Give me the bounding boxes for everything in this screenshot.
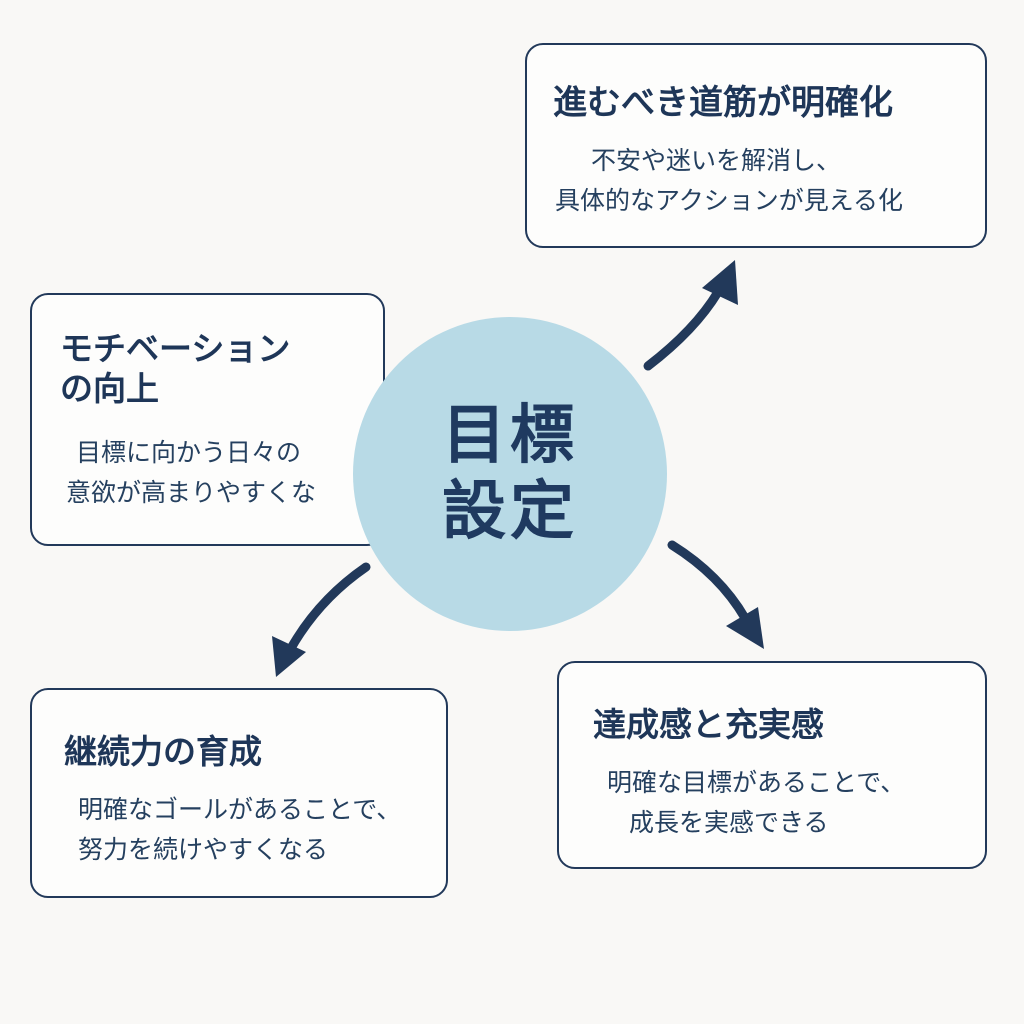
card-title: モチベーション の向上 bbox=[60, 329, 290, 408]
card-description-line: 成長を実感できる bbox=[629, 808, 829, 837]
card-description: 明確な目標があることで、 成長を実感できる bbox=[607, 763, 905, 843]
benefit-card-clear-path: 進むべき道筋が明確化 不安や迷いを解消し、 具体的なアクションが見える化 bbox=[525, 43, 987, 248]
arrow-to-clear-path bbox=[643, 287, 723, 371]
benefit-card-achievement: 達成感と充実感 明確な目標があることで、 成長を実感できる bbox=[557, 661, 987, 869]
central-concept-circle: 目標 設定 bbox=[353, 317, 667, 631]
card-description-line: 目標に向かう日々の bbox=[76, 438, 302, 467]
arrow-to-persistence bbox=[285, 562, 371, 655]
arrow-head-persistence bbox=[272, 636, 306, 677]
central-concept-line: 設定 bbox=[442, 474, 578, 549]
card-title: 進むべき道筋が明確化 bbox=[553, 83, 893, 123]
card-title: 継続力の育成 bbox=[64, 732, 262, 771]
card-description: 不安や迷いを解消し、 具体的なアクションが見える化 bbox=[555, 141, 903, 221]
card-description-line: 意欲が高まりやすくな bbox=[66, 478, 317, 507]
card-description-line: 具体的なアクションが見える化 bbox=[555, 186, 904, 215]
card-description: 目標に向かう日々の 意欲が高まりやすくな bbox=[66, 433, 316, 513]
card-description-line: 努力を続けやすくなる bbox=[78, 835, 329, 864]
card-description: 明確なゴールがあることで、 努力を続けやすくなる bbox=[78, 790, 401, 870]
arrow-head-clear-path bbox=[702, 260, 738, 305]
card-description-line: 明確な目標があることで、 bbox=[607, 768, 906, 797]
card-title-line: モチベーション bbox=[60, 329, 291, 368]
central-concept-label: 目標 設定 bbox=[353, 399, 667, 550]
card-description-line: 明確なゴールがあることで、 bbox=[78, 795, 402, 824]
benefit-card-persistence: 継続力の育成 明確なゴールがあることで、 努力を続けやすくなる bbox=[30, 688, 448, 898]
benefit-card-motivation: モチベーション の向上 目標に向かう日々の 意欲が高まりやすくな bbox=[30, 293, 385, 546]
card-description-line: 不安や迷いを解消し、 bbox=[591, 146, 842, 175]
card-title-line: の向上 bbox=[60, 368, 159, 408]
central-concept-line: 目標 bbox=[442, 399, 578, 473]
arrow-to-achievement bbox=[667, 540, 750, 623]
arrow-head-achievement bbox=[726, 607, 764, 649]
card-title: 達成感と充実感 bbox=[593, 705, 824, 744]
